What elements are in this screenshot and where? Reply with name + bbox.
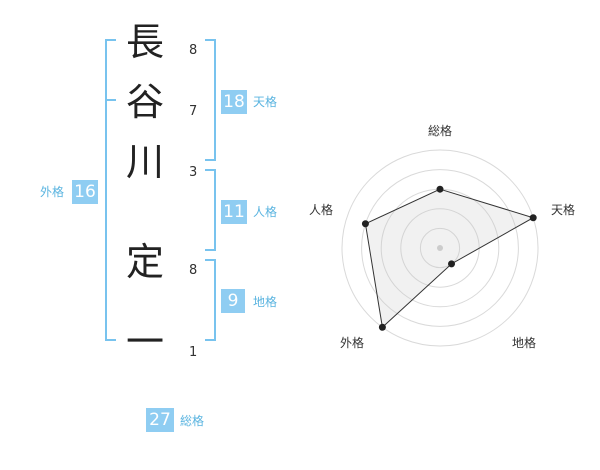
jinkaku-value: 11 xyxy=(221,200,247,224)
radar-ring xyxy=(419,227,461,269)
name-char-3: 川 xyxy=(125,140,164,184)
radar-point-4 xyxy=(378,323,386,331)
radar-point-5 xyxy=(361,220,369,228)
soukaku-label: 総格 xyxy=(180,414,205,428)
radar-axis-label-jinkaku: 人格 xyxy=(309,203,334,217)
radar-axis-label-gaikaku: 外格 xyxy=(340,336,365,350)
tenkaku-bracket xyxy=(205,39,216,161)
radar-point-1 xyxy=(436,185,444,193)
radar-axis-label-soukaku: 総格 xyxy=(428,124,453,138)
soukaku-value: 27 xyxy=(146,408,174,432)
stroke-count-5: 1 xyxy=(189,345,198,360)
name-char-4: 定 xyxy=(125,240,164,284)
name-char-2: 谷 xyxy=(125,80,164,124)
stroke-count-4: 8 xyxy=(189,263,198,278)
tenkaku-label: 天格 xyxy=(253,95,278,109)
jinkaku-label: 人格 xyxy=(253,205,278,219)
radar-center-dot xyxy=(437,245,443,251)
jinkaku-bracket xyxy=(205,169,216,251)
stroke-count-2: 7 xyxy=(189,104,198,119)
radar-point-2 xyxy=(529,214,537,222)
radar-axis-label-tenkaku: 天格 xyxy=(551,203,576,217)
name-char-5: 一 xyxy=(125,320,164,364)
chikaku-label: 地格 xyxy=(253,295,278,309)
radar-axis-label-chikaku: 地格 xyxy=(512,336,537,350)
chikaku-value: 9 xyxy=(221,289,245,313)
stroke-count-3: 3 xyxy=(189,165,198,180)
gaikaku-label: 外格 xyxy=(40,185,65,199)
outer-bracket xyxy=(105,39,116,341)
radar-series-polygon xyxy=(364,188,535,329)
name-char-1: 長 xyxy=(125,20,164,64)
radar-point-3 xyxy=(448,260,456,268)
tenkaku-value: 18 xyxy=(221,90,247,114)
chikaku-bracket xyxy=(205,259,216,341)
radar-ring xyxy=(361,169,519,327)
gaikaku-value: 16 xyxy=(72,180,98,204)
stroke-count-1: 8 xyxy=(189,43,198,58)
